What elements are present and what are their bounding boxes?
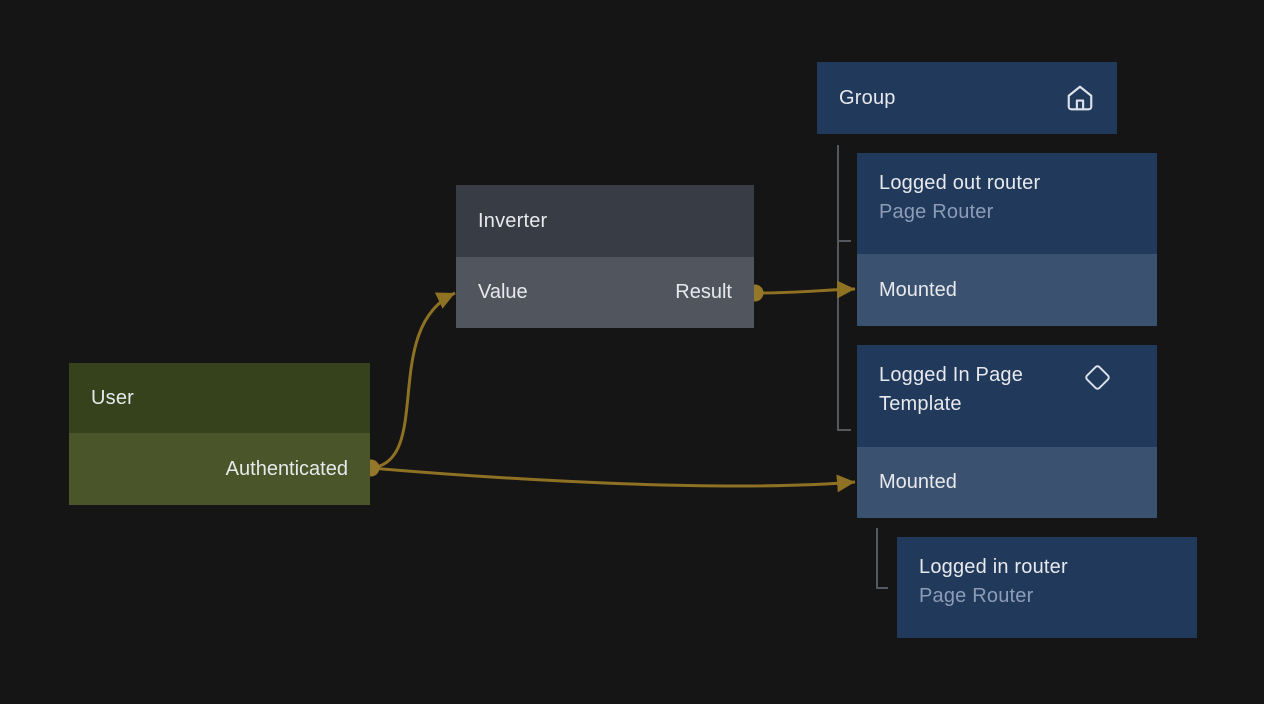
- port-label: Mounted: [879, 278, 957, 301]
- port-result-output[interactable]: Result: [675, 281, 732, 303]
- node-inverter-ports: Value Result: [456, 257, 754, 328]
- tree-connector-group-children: [837, 145, 851, 431]
- node-logged-out-router-header[interactable]: Logged out router Page Router: [857, 153, 1157, 254]
- port-label: Authenticated: [225, 457, 348, 480]
- diamond-icon: [1084, 364, 1111, 391]
- node-logged-in-router[interactable]: Logged in router Page Router: [897, 537, 1197, 638]
- node-subtitle: Page Router: [879, 201, 994, 223]
- node-logged-out-router[interactable]: Logged out router Page Router Mounted: [857, 153, 1157, 326]
- node-user-header[interactable]: User: [69, 363, 370, 433]
- node-logged-in-page-template-header[interactable]: Logged In Page Template: [857, 345, 1157, 447]
- node-title: Logged out router: [879, 172, 1041, 194]
- wire-authenticated-to-template-mounted[interactable]: [370, 466, 856, 493]
- wire-authenticated-to-value[interactable]: [370, 291, 456, 470]
- node-logged-in-page-template[interactable]: Logged In Page Template Mounted: [857, 345, 1157, 518]
- node-group-header[interactable]: Group: [817, 62, 1117, 134]
- node-inverter[interactable]: Inverter Value Result: [456, 185, 754, 328]
- tree-connector-template-logged-in-router: [876, 528, 888, 589]
- home-icon: [1065, 83, 1095, 113]
- port-value-input[interactable]: Value: [478, 281, 528, 303]
- node-title: Logged In Page Template: [879, 364, 1024, 415]
- node-title: Inverter: [478, 209, 548, 232]
- node-inverter-header[interactable]: Inverter: [456, 185, 754, 257]
- port-mounted-input[interactable]: Mounted: [857, 254, 1157, 326]
- node-logged-in-router-header[interactable]: Logged in router Page Router: [897, 537, 1197, 638]
- port-label: Mounted: [879, 471, 957, 493]
- node-group[interactable]: Group: [817, 62, 1117, 134]
- node-user[interactable]: User Authenticated: [69, 363, 370, 505]
- port-authenticated-output[interactable]: Authenticated: [69, 433, 370, 505]
- node-title: User: [91, 386, 135, 409]
- wire-result-to-router-mounted[interactable]: [755, 280, 856, 299]
- node-title: Logged in router: [919, 556, 1068, 578]
- node-subtitle: Page Router: [919, 585, 1034, 607]
- port-mounted-input[interactable]: Mounted: [857, 447, 1157, 518]
- node-title: Group: [839, 86, 896, 109]
